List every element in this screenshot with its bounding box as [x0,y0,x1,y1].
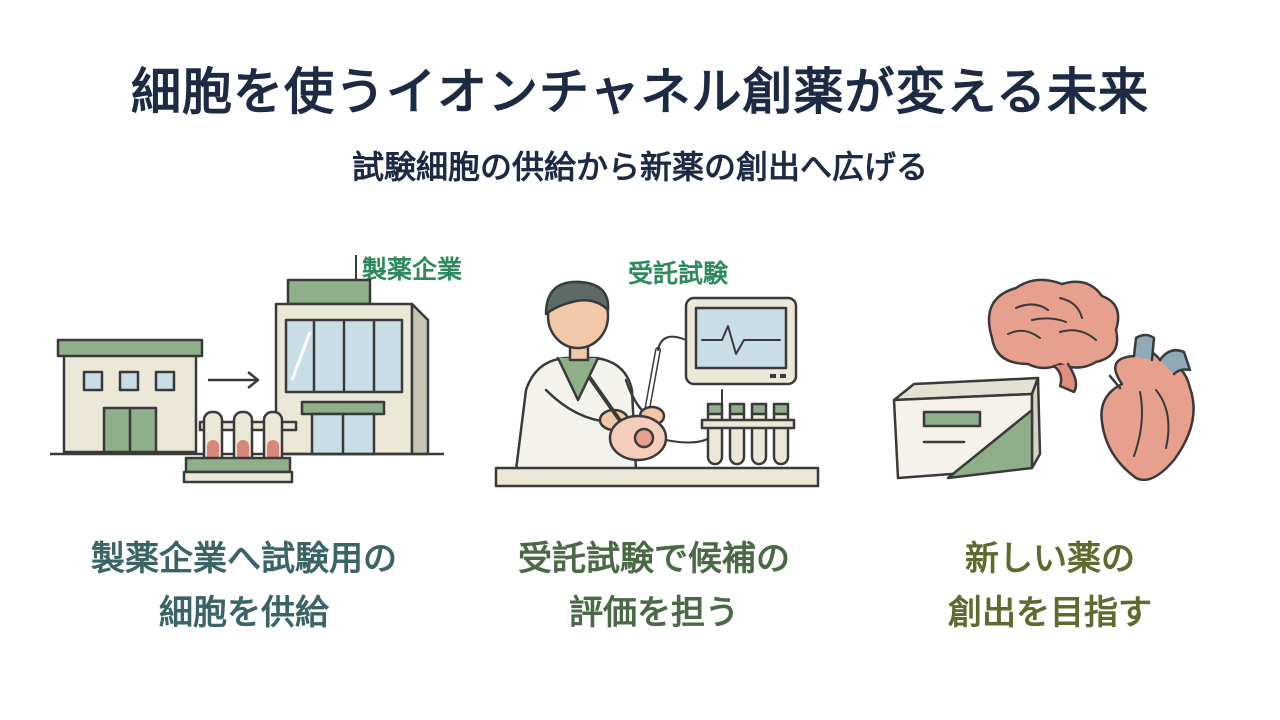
heart-icon [1100,333,1195,482]
test-tube-rack-icon [700,402,796,466]
page-subtitle: 試験細胞の供給から新薬の創出へ広げる [351,148,928,186]
caption-line: 新しい薬の [965,539,1135,579]
caption-line: 評価を担う [569,593,739,633]
arrow-right-icon [208,371,260,389]
caption-supply: 製薬企業へ試験用の 細胞を供給 [44,532,444,640]
supply-illustration [50,255,444,484]
tag-contract-testing: 受託試験 [628,259,729,288]
petri-dish-icon [608,414,668,462]
new-drug-illustration [892,278,1195,482]
caption-line: 製薬企業へ試験用の [91,539,397,579]
tag-pharma: 製薬企業 [362,255,463,284]
testing-illustration [494,280,820,488]
monitor-waveform-icon [684,296,798,386]
caption-line: 受託試験で候補の [518,539,790,579]
test-tube-rack-icon [182,410,298,484]
office-building-icon [274,278,430,456]
brain-icon [987,278,1120,394]
caption-testing: 受託試験で候補の 評価を担う [454,532,854,640]
caption-new-drugs: 新しい薬の 創出を目指す [850,532,1250,640]
page-title: 細胞を使うイオンチャネル創薬が変える未来 [131,63,1149,121]
scientist-icon [514,280,666,472]
caption-line: 創出を目指す [948,593,1152,633]
factory-icon [56,338,204,454]
caption-line: 細胞を供給 [159,593,329,633]
medicine-box-icon [892,376,1042,480]
